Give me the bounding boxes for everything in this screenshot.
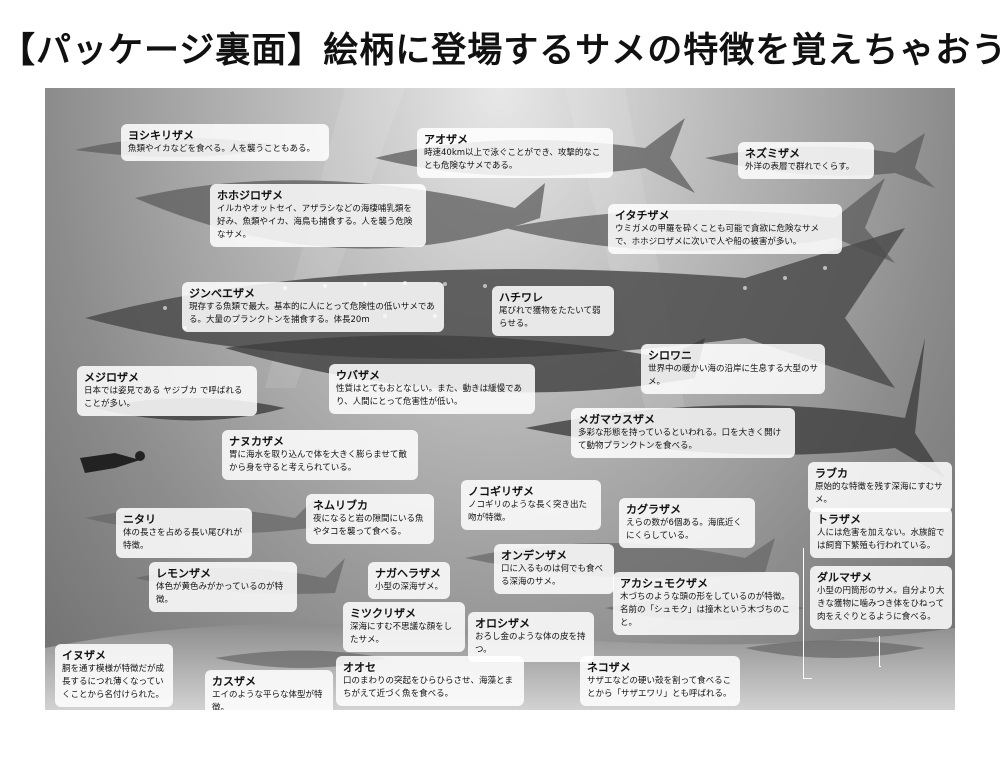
shark-description: 体色が黄色みがかっているのが特徴。 [156, 582, 284, 605]
shark-description: エイのような平らな体型が特徴。 [212, 690, 323, 710]
card-ondenzame: オンデンザメ 口に入るものは何でも食べる深海のサメ。 [494, 544, 614, 594]
shark-name: ラブカ [815, 467, 848, 480]
card-oose: オオセ 口のまわりの突起をひらひらさせ、海藻とまちがえて近づく魚を食べる。 [336, 656, 524, 706]
shark-name: オオセ [343, 661, 376, 674]
shark-name: ノコギリザメ [468, 485, 534, 498]
card-mitsukurizame: ミツクリザメ 深海にすむ不思議な顔をしたサメ。 [343, 602, 465, 652]
shark-name: オロシザメ [475, 617, 530, 630]
shark-name: レモンザメ [156, 567, 211, 580]
shark-description: 胃に海水を取り込んで体を大きく膨らませて敵から身を守ると考えられている。 [229, 450, 407, 473]
shark-description: 木づちのような頭の形をしているのが特徴。名前の「シュモク」は撞木という木づちのこ… [620, 592, 791, 628]
card-shirowani: シロワニ 世界中の暖かい海の沿岸に生息する大型のサメ。 [641, 344, 825, 394]
shark-description: ウミガメの甲羅を砕くことも可能で貪欲に危険なサメで、ホホジロザメに次いで人や船の… [615, 224, 820, 247]
shark-description: 尾びれで獲物をたたいて弱らせる。 [499, 306, 601, 329]
card-kagurazame: カグラザメ えらの数が6個ある。海底近くにくらしている。 [619, 498, 755, 548]
shark-description: 人には危害を加えない。水族館では飼育下繁殖も行われている。 [817, 528, 945, 551]
shark-name: オンデンザメ [501, 549, 567, 562]
shark-name: ネコザメ [587, 661, 631, 674]
shark-description: 小型の円筒形のサメ。自分より大きな獲物に噛みつき体をひねって肉をえぐりとるように… [817, 586, 945, 622]
shark-description: 世界中の暖かい海の沿岸に生息する大型のサメ。 [648, 364, 819, 387]
card-akashumokuzame: アカシュモクザメ 木づちのような頭の形をしているのが特徴。名前の「シュモク」は撞… [613, 572, 799, 635]
shark-description: 現存する魚類で最大。基本的に人にとって危険性の低いサメである。大量のプランクトン… [189, 302, 435, 325]
leader-line [803, 548, 812, 679]
shark-description: おろし金のような体の皮を持つ。 [475, 632, 586, 655]
card-hohojirozame: ホホジロザメ イルカやオットセイ、アザラシなどの海棲哺乳類を好み、魚類やイカ、海… [210, 184, 426, 247]
shark-name: イタチザメ [615, 209, 670, 222]
shark-description: 日本では姿見である ヤジブカ で呼ばれることが多い。 [84, 386, 243, 409]
shark-name: トラザメ [817, 513, 861, 526]
card-kasuzame: カスザメ エイのような平らな体型が特徴。 [205, 670, 333, 710]
card-nanukazame: ナヌカザメ 胃に海水を取り込んで体を大きく膨らませて敵から身を守ると考えられてい… [222, 430, 418, 480]
shark-name: ホホジロザメ [217, 189, 283, 202]
shark-name: ダルマザメ [817, 571, 872, 584]
shark-name: ミツクリザメ [350, 607, 416, 620]
card-jinbeezame: ジンベエザメ 現存する魚類で最大。基本的に人にとって危険性の低いサメである。大量… [182, 282, 444, 332]
shark-description: 口に入るものは何でも食べる深海のサメ。 [501, 564, 604, 587]
shark-name: カスザメ [212, 675, 256, 688]
shark-description: 原始的な特徴を残す深海にすむサメ。 [815, 482, 943, 505]
shark-name: イヌザメ [62, 649, 106, 662]
shark-name: ハチワレ [499, 291, 543, 304]
card-nokogirizame: ノコギリザメ ノコギリのような長く突き出た吻が特徴。 [461, 480, 601, 530]
leader-line [879, 636, 881, 667]
card-rabuka: ラブカ 原始的な特徴を残す深海にすむサメ。 [808, 462, 952, 512]
shark-name: アカシュモクザメ [620, 577, 708, 590]
card-mejirozame: メジロザメ 日本では姿見である ヤジブカ で呼ばれることが多い。 [77, 366, 257, 416]
card-nagaherazame: ナガヘラザメ 小型の深海ザメ。 [368, 562, 450, 599]
shark-description: 胴を通す模様が特徴だが成長するにつれ薄くなっていくことから名付けられた。 [62, 664, 165, 700]
page-title: 【パッケージ裏面】絵柄に登場するサメの特徴を覚えちゃおう! [0, 31, 1000, 71]
card-itachizame: イタチザメ ウミガメの甲羅を砕くことも可能で貪欲に危険なサメで、ホホジロザメに次… [608, 204, 842, 254]
shark-description: イルカやオットセイ、アザラシなどの海棲哺乳類を好み、魚類やイカ、海鳥も捕食する。… [217, 204, 413, 240]
card-remonzame: レモンザメ 体色が黄色みがかっているのが特徴。 [149, 562, 297, 612]
shark-name: ジンベエザメ [189, 287, 255, 300]
shark-name: シロワニ [648, 349, 692, 362]
shark-name: ネムリブカ [313, 499, 368, 512]
shark-name: カグラザメ [626, 503, 681, 516]
shark-description: 口のまわりの突起をひらひらさせ、海藻とまちがえて近づく魚を食べる。 [343, 676, 514, 699]
shark-name: ナガヘラザメ [375, 567, 441, 580]
shark-name: ヨシキリザメ [128, 129, 194, 142]
card-ubazame: ウバザメ 性質はとてもおとなしい。また、動きは緩慢であり、人間にとって危害性が低… [329, 364, 535, 414]
shark-name: メガマウスザメ [578, 413, 655, 426]
shark-name: ナヌカザメ [229, 435, 284, 448]
shark-name: アオザメ [424, 133, 468, 146]
shark-description: 多彩な形態を持っているといわれる。口を大きく開けて動物プランクトンを食べる。 [578, 428, 782, 451]
card-darumazame: ダルマザメ 小型の円筒形のサメ。自分より大きな獲物に噛みつき体をひねって肉をえぐ… [810, 566, 952, 629]
card-inuzame: イヌザメ 胴を通す模様が特徴だが成長するにつれ薄くなっていくことから名付けられた… [55, 644, 173, 707]
card-hachiware: ハチワレ 尾びれで獲物をたたいて弱らせる。 [492, 286, 614, 336]
card-yoshikirizame: ヨシキリザメ 魚類やイカなどを食べる。人を襲うこともある。 [121, 124, 329, 161]
card-nezumizame: ネズミザメ 外洋の表層で群れでくらす。 [738, 142, 874, 179]
shark-name: メジロザメ [84, 371, 139, 384]
card-megamouthzame: メガマウスザメ 多彩な形態を持っているといわれる。口を大きく開けて動物プランクト… [571, 408, 795, 458]
shark-description: 外洋の表層で群れでくらす。 [745, 162, 855, 172]
shark-description: 魚類やイカなどを食べる。人を襲うこともある。 [128, 144, 316, 154]
shark-description: 性質はとてもおとなしい。また、動きは緩慢であり、人間にとって危害性が低い。 [336, 384, 522, 407]
shark-description: 深海にすむ不思議な顔をしたサメ。 [350, 622, 453, 645]
shark-description: 夜になると岩の隙間にいる魚やタコを襲って食べる。 [313, 514, 424, 537]
shark-poster: ヨシキリザメ 魚類やイカなどを食べる。人を襲うこともある。 アオザメ 時速40k… [45, 88, 955, 710]
card-torazame: トラザメ 人には危害を加えない。水族館では飼育下繁殖も行われている。 [810, 508, 952, 558]
shark-name: ネズミザメ [745, 147, 800, 160]
shark-description: 時速40km以上で泳ぐことができ、攻撃的なことも危険なサメである。 [424, 148, 601, 171]
card-nemuribuka: ネムリブカ 夜になると岩の隙間にいる魚やタコを襲って食べる。 [306, 494, 434, 544]
shark-description: サザエなどの硬い殻を割って食べることから「サザエワリ」とも呼ばれる。 [587, 676, 732, 699]
shark-name: ニタリ [123, 513, 156, 526]
shark-description: ノコギリのような長く突き出た吻が特徴。 [468, 500, 588, 523]
shark-name: ウバザメ [336, 369, 380, 382]
card-oroshizame: オロシザメ おろし金のような体の皮を持つ。 [468, 612, 594, 662]
card-aozame: アオザメ 時速40km以上で泳ぐことができ、攻撃的なことも危険なサメである。 [417, 128, 613, 178]
shark-description: 体の長さを占める長い尾びれが特徴。 [123, 528, 243, 551]
card-nekozame: ネコザメ サザエなどの硬い殻を割って食べることから「サザエワリ」とも呼ばれる。 [580, 656, 740, 706]
card-nitari: ニタリ 体の長さを占める長い尾びれが特徴。 [116, 508, 252, 558]
shark-description: えらの数が6個ある。海底近くにくらしている。 [626, 518, 742, 541]
shark-description: 小型の深海ザメ。 [375, 582, 444, 592]
